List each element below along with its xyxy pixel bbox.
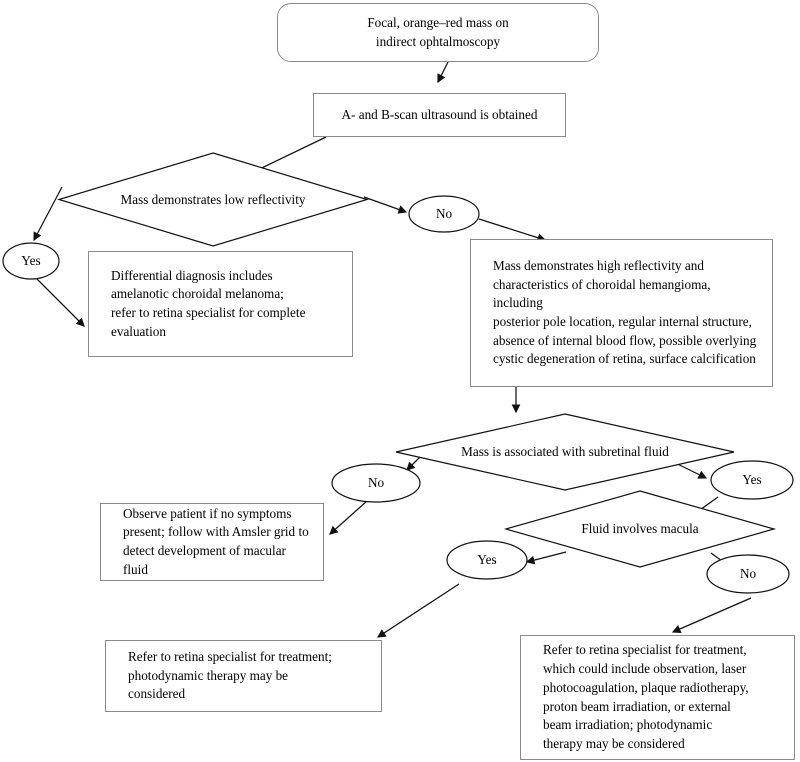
edge-no-to-treatment-box bbox=[671, 597, 752, 634]
node-ultrasound-text: A- and B-scan ultrasound is obtained bbox=[341, 106, 538, 122]
node-yes-macula-text: Yes bbox=[477, 552, 497, 567]
node-pdt-box: Refer to retina specialist for treatment… bbox=[105, 640, 382, 712]
node-yes-reflectivity: Yes bbox=[2, 242, 60, 280]
diamond-outline bbox=[503, 490, 777, 568]
ellipse-outline bbox=[408, 195, 480, 233]
ellipse-outline bbox=[710, 460, 794, 500]
ellipse-outline bbox=[2, 242, 60, 280]
node-yes-subretinal-fluid-text: Yes bbox=[742, 472, 762, 487]
node-decision-subretinal-fluid: Mass is associated with subretinal fluid bbox=[395, 413, 735, 491]
ellipse-outline bbox=[331, 463, 421, 503]
node-hemangioma-box: Mass demonstrates high reflectivity and … bbox=[470, 239, 773, 387]
node-no-macula-text: No bbox=[739, 566, 757, 581]
node-hemangioma-box-text: Mass demonstrates high reflectivity and … bbox=[493, 257, 757, 367]
node-no-subretinal-fluid: No bbox=[331, 463, 421, 503]
node-no-macula: No bbox=[706, 554, 790, 594]
edge-no-to-observe-box bbox=[329, 500, 368, 535]
node-decision-reflectivity: Mass demonstrates low reflectivity bbox=[56, 152, 370, 247]
ellipse-outline bbox=[446, 540, 528, 580]
node-no-reflectivity-text: No bbox=[435, 206, 453, 221]
diamond-outline bbox=[395, 413, 735, 491]
node-no-subretinal-fluid-text: No bbox=[367, 475, 385, 490]
node-decision-reflectivity-text: Mass demonstrates low reflectivity bbox=[120, 191, 306, 207]
node-melanoma-box-text: Differential diagnosis includes amelanot… bbox=[111, 267, 306, 339]
edge-yes-to-pdt-box bbox=[376, 583, 460, 638]
node-observe-box: Observe patient if no symptoms present; … bbox=[100, 503, 324, 581]
diamond-outline bbox=[56, 152, 370, 247]
node-decision-subretinal-fluid-text: Mass is associated with subretinal fluid bbox=[461, 444, 669, 459]
edge-start-to-ultrasound bbox=[437, 61, 449, 84]
node-observe-box-text: Observe patient if no symptoms present; … bbox=[123, 505, 309, 577]
edge-decision1-to-no bbox=[363, 196, 408, 214]
node-no-reflectivity: No bbox=[408, 195, 480, 233]
node-decision-macula: Fluid involves macula bbox=[503, 490, 777, 568]
node-yes-reflectivity-text: Yes bbox=[21, 253, 41, 268]
ellipse-outline bbox=[706, 554, 790, 594]
node-start: Focal, orange–red mass on indirect ophta… bbox=[277, 3, 599, 62]
node-decision-macula-text: Fluid involves macula bbox=[581, 521, 699, 536]
node-yes-subretinal-fluid: Yes bbox=[710, 460, 794, 500]
edge-yes-to-melanoma-box bbox=[35, 277, 85, 327]
node-ultrasound: A- and B-scan ultrasound is obtained bbox=[313, 93, 566, 137]
edge-no-to-hemangioma-box bbox=[478, 218, 547, 242]
node-treatment-box-text: Refer to retina specialist for treatment… bbox=[543, 642, 749, 751]
node-melanoma-box: Differential diagnosis includes amelanot… bbox=[88, 251, 353, 357]
node-start-text: Focal, orange–red mass on indirect ophta… bbox=[367, 14, 509, 49]
node-pdt-box-text: Refer to retina specialist for treatment… bbox=[128, 648, 332, 702]
node-yes-macula: Yes bbox=[446, 540, 528, 580]
node-treatment-box: Refer to retina specialist for treatment… bbox=[520, 635, 795, 760]
